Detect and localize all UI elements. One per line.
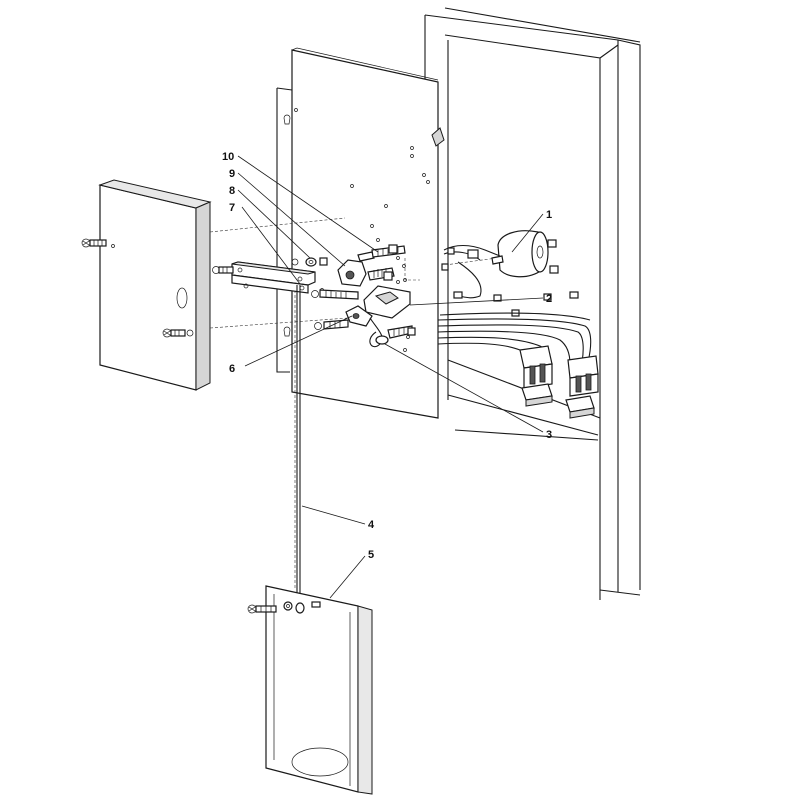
callout-6: 6 — [229, 363, 235, 375]
switch-assembly — [311, 285, 411, 319]
washer-8 — [305, 257, 317, 267]
latch-body — [337, 259, 395, 287]
terminal-block-left — [521, 383, 553, 407]
connector-block-left — [519, 345, 553, 389]
cover-screw-bottom — [162, 328, 186, 338]
callout-9: 9 — [229, 168, 235, 180]
connector-block-right — [567, 355, 599, 397]
bottom-cover-screw — [247, 604, 277, 614]
bottom-cover — [265, 585, 373, 795]
wiring-harness — [437, 291, 592, 365]
callout-7: 7 — [229, 202, 235, 214]
cable — [296, 285, 301, 600]
callout-labels: 1 2 3 4 5 6 7 8 9 10 — [222, 151, 552, 561]
callout-3: 3 — [546, 429, 552, 441]
callout-1: 1 — [546, 209, 552, 221]
leader-lines — [237, 155, 544, 599]
callout-4: 4 — [368, 519, 375, 531]
motor — [441, 230, 559, 299]
callout-8: 8 — [229, 185, 235, 197]
lever — [314, 305, 416, 348]
small-screw-left — [291, 258, 299, 266]
alignment-lines — [209, 217, 498, 590]
cover-box — [98, 179, 212, 391]
terminal-block-right — [565, 395, 595, 419]
bracket-screw — [212, 266, 234, 274]
spring — [357, 244, 406, 262]
bracket — [231, 261, 316, 294]
door-frame — [424, 7, 641, 600]
nut-8 — [319, 257, 328, 266]
callout-10: 10 — [222, 151, 234, 163]
cover-screw-top — [81, 238, 107, 248]
callout-2: 2 — [546, 293, 552, 305]
callout-5: 5 — [368, 549, 374, 561]
